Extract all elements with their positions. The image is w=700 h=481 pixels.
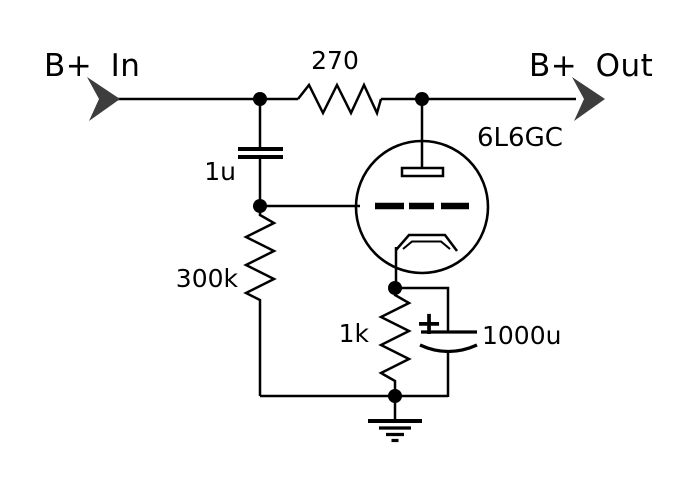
wire-cathode-to-bypass-cap bbox=[395, 286, 450, 331]
capacitor-bypass: + 1000u bbox=[416, 304, 561, 354]
resistor-bleed-value: 300k bbox=[176, 264, 239, 293]
tube-label: 6L6GC bbox=[477, 123, 563, 153]
plus-polarity-icon: + bbox=[416, 304, 443, 342]
resistor-bleed: 300k bbox=[176, 206, 277, 396]
tube-plate bbox=[400, 166, 445, 178]
junction-dot bbox=[388, 281, 402, 295]
ground-icon bbox=[368, 419, 422, 443]
input-arrow-icon bbox=[87, 77, 120, 121]
b-plus-out-label: B+ Out bbox=[529, 48, 653, 84]
junction-dots bbox=[253, 92, 429, 403]
output-terminal: B+ Out bbox=[529, 48, 653, 121]
junction-dot bbox=[253, 199, 267, 213]
resistor-cathode-value: 1k bbox=[339, 319, 370, 348]
capacitor-filter: 1u bbox=[204, 147, 283, 186]
resistor-series-zigzag bbox=[297, 82, 383, 117]
tube-cathode-inner bbox=[402, 240, 451, 250]
tube-envelope bbox=[354, 139, 490, 275]
junction-dot bbox=[253, 92, 267, 106]
capacitor-filter-value: 1u bbox=[204, 157, 236, 186]
tube-6l6gc: 6L6GC bbox=[354, 123, 563, 275]
capacitor-bypass-negative-plate bbox=[419, 343, 478, 354]
resistor-cathode-zigzag bbox=[378, 288, 412, 396]
junction-dot bbox=[415, 92, 429, 106]
output-arrow-icon bbox=[572, 77, 605, 121]
resistor-series: 270 bbox=[297, 46, 383, 117]
tube-cathode-outer bbox=[395, 233, 458, 252]
capacitor-bypass-value: 1000u bbox=[482, 321, 561, 350]
b-plus-in-label: B+ In bbox=[44, 48, 140, 84]
resistor-cathode: 1k bbox=[339, 288, 412, 396]
resistor-series-value: 270 bbox=[311, 46, 359, 75]
input-terminal: B+ In bbox=[44, 48, 140, 121]
junction-dot bbox=[388, 389, 402, 403]
resistor-bleed-zigzag bbox=[243, 206, 277, 396]
tube-cathode bbox=[395, 233, 458, 252]
